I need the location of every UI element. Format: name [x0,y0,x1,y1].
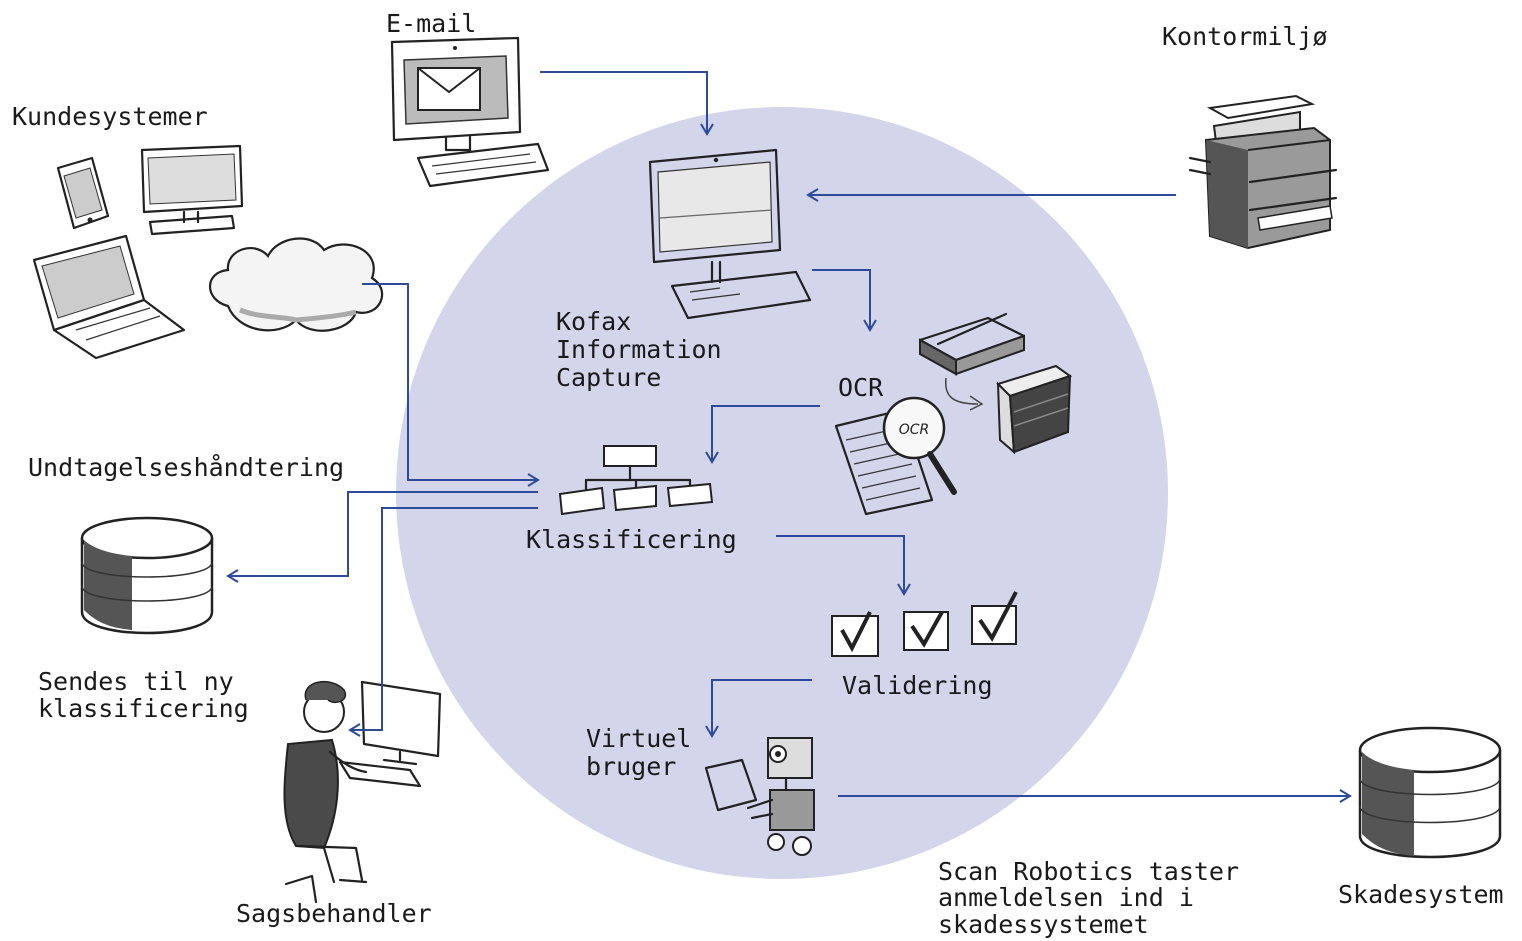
magnifier-label: OCR [899,422,930,438]
kofax-computer-icon [648,148,812,320]
label-validering: Validering [842,671,993,700]
label-sagsbehandler: Sagsbehandler [236,899,432,928]
flow-arrows [226,71,1352,803]
server-icon [996,364,1073,455]
laptop-icon [32,234,186,360]
phone-icon [56,156,110,230]
arrow-cloud-to-klassificering [362,283,540,487]
scanner-icon [918,312,1026,376]
magnifier-icon: OCR [882,377,984,495]
monitor-icon [140,144,244,236]
arrow-person-to-klassificering [348,507,538,737]
label-kofax-line-1: Kofax [556,307,631,336]
person-at-computer-icon [283,680,442,904]
label-skadesystem: Skadesystem [1338,880,1504,909]
robot-icon [704,737,815,856]
database-icon [80,516,214,635]
label-scan-line-2: anmeldelsen ind i [938,883,1194,912]
label-virtuel-line-1: Virtuel [586,724,691,753]
hierarchy-icon [558,445,714,516]
cloud-icon [209,237,384,332]
process-circle [396,107,1168,879]
label-scan-line-3: skadessystemet [938,910,1149,939]
label-email: E-mail [386,9,476,38]
checkbox-icon [903,611,949,651]
ocr-document-icon [834,408,934,516]
label-undtagelse: Undtagelseshåndtering [28,453,344,482]
database-icon [1358,726,1502,859]
email-computer-icon [390,36,550,188]
label-kofax-line-3: Capture [556,363,661,392]
label-ocr: OCR [838,373,884,402]
arrow-email-to-kofax [540,71,714,136]
arrow-validering-to-robot [705,679,812,738]
arrow-klassificering-to-database [226,491,538,583]
arrow-ocr-to-klassificering [705,405,820,464]
label-kundesystemer: Kundesystemer [12,102,208,131]
checkbox-icon [971,591,1018,645]
label-klassificering: Klassificering [526,525,737,554]
arrow-klassificering-to-validering [776,535,911,596]
label-kontormiljo: Kontormiljø [1162,22,1328,51]
label-virtuel-line-2: bruger [586,752,676,781]
printer-icon [1188,94,1338,250]
label-sendes-line-1: Sendes til ny [38,667,234,696]
label-kofax-line-2: Information [556,335,722,364]
checkbox-icon [831,611,879,657]
label-sendes-line-2: klassificering [38,694,249,723]
arrow-kofax-to-ocr [812,269,877,332]
label-scan-line-1: Scan Robotics taster [938,857,1239,886]
